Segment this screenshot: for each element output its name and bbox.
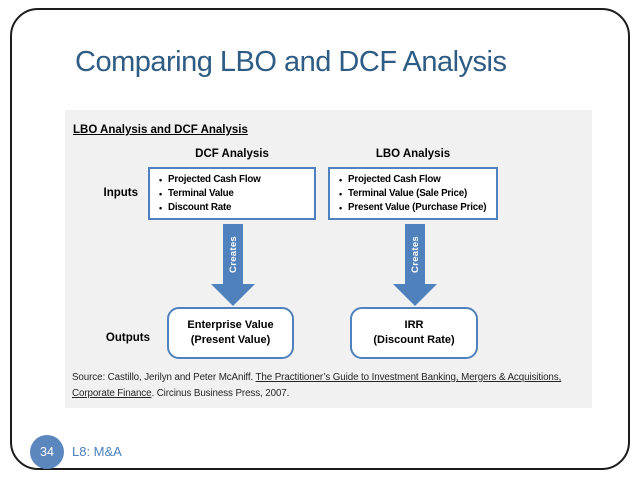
input-item: Projected Cash Flow — [336, 173, 493, 187]
source-suffix: . Circinus Business Press, 2007. — [151, 388, 290, 399]
creates-arrow-lbo: Creates — [393, 224, 437, 306]
diagram-panel: LBO Analysis and DCF Analysis DCF Analys… — [65, 110, 592, 408]
input-item: Discount Rate — [156, 201, 311, 215]
arrow-down-icon — [211, 284, 255, 306]
output-value: IRR — [404, 319, 424, 331]
source-book-title: The Practitioner’s Guide to Investment B… — [72, 372, 562, 399]
diagram-heading: LBO Analysis and DCF Analysis — [73, 124, 248, 136]
inputs-box-lbo: Projected Cash Flow Terminal Value (Sale… — [328, 167, 498, 220]
source-citation: Source: Castillo, Jerilyn and Peter McAn… — [72, 370, 582, 402]
arrow-label: Creates — [227, 236, 239, 273]
output-subvalue: (Discount Rate) — [373, 334, 455, 346]
creates-arrow-dcf: Creates — [211, 224, 255, 306]
slide-title: Comparing LBO and DCF Analysis — [75, 46, 507, 78]
arrow-label: Creates — [409, 236, 421, 273]
lecture-footer-label: L8: M&A — [72, 444, 122, 459]
input-item: Present Value (Purchase Price) — [336, 201, 493, 215]
inputs-box-dcf: Projected Cash Flow Terminal Value Disco… — [148, 167, 316, 220]
arrow-down-icon — [393, 284, 437, 306]
input-item: Terminal Value — [156, 187, 311, 201]
output-subvalue: (Present Value) — [190, 334, 271, 346]
output-box-dcf: Enterprise Value (Present Value) — [167, 307, 294, 359]
column-header-dcf: DCF Analysis — [195, 148, 269, 160]
row-label-outputs: Outputs — [105, 332, 150, 344]
input-item: Projected Cash Flow — [156, 173, 311, 187]
row-label-inputs: Inputs — [103, 187, 139, 199]
column-header-lbo: LBO Analysis — [375, 148, 451, 160]
slide-border-frame — [10, 8, 630, 470]
page-number-badge: 34 — [30, 435, 64, 469]
output-value: Enterprise Value — [187, 319, 274, 331]
output-box-lbo: IRR (Discount Rate) — [350, 307, 478, 359]
input-item: Terminal Value (Sale Price) — [336, 187, 493, 201]
source-prefix: Source: Castillo, Jerilyn and Peter McAn… — [72, 372, 256, 383]
arrow-shaft: Creates — [405, 224, 425, 285]
page-number: 34 — [40, 445, 54, 459]
arrow-shaft: Creates — [223, 224, 243, 285]
